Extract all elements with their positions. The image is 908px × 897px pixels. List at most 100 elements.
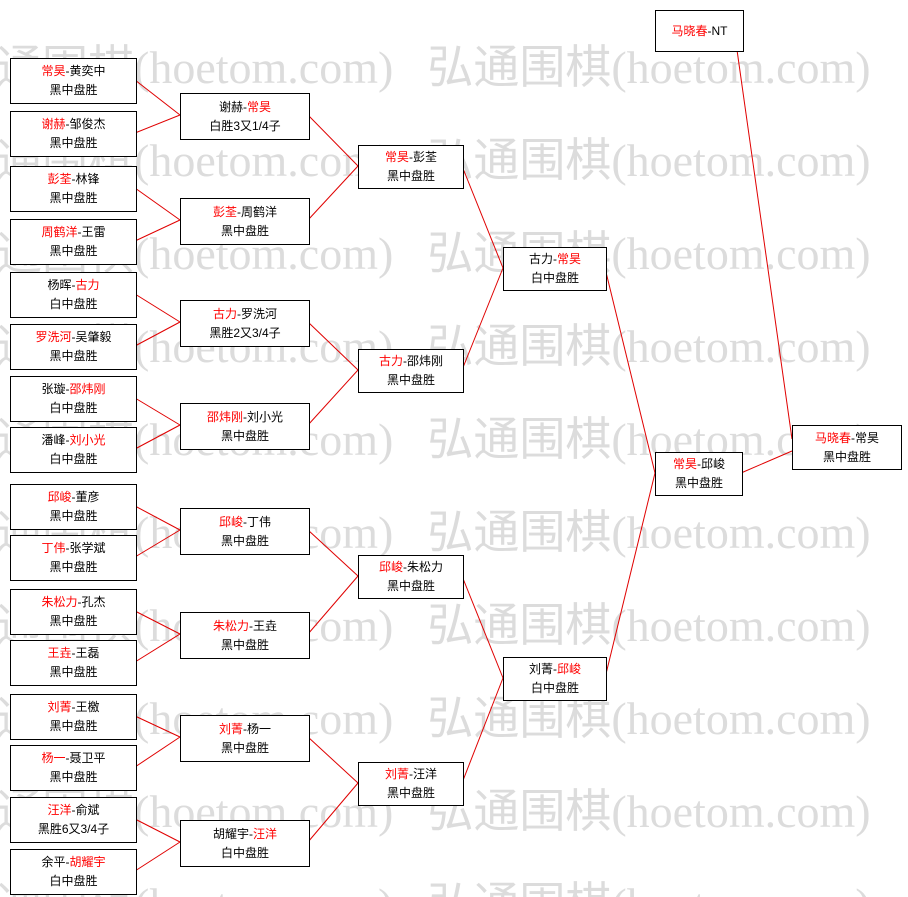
player1-name: 潘峰 xyxy=(41,433,66,447)
player1-name: 刘菁 xyxy=(47,700,72,714)
match-sf-1: 古力-常昊白中盘胜 xyxy=(503,247,607,291)
name-separator: - xyxy=(409,767,413,781)
player1-name: 常昊 xyxy=(384,150,409,164)
player2-name: 王雷 xyxy=(81,225,106,239)
name-separator: - xyxy=(243,514,247,529)
bracket-connector xyxy=(134,321,181,347)
match-result: 白胜3又1/4子 xyxy=(209,118,281,133)
bracket-connector xyxy=(307,529,359,577)
match-players: 王垚-王磊 xyxy=(47,644,99,663)
name-separator: - xyxy=(65,64,70,78)
player1-name: 邱峻 xyxy=(378,560,403,574)
match-final-1: 常昊-邱峻黑中盘胜 xyxy=(655,452,743,496)
player2-name: 常昊 xyxy=(855,430,880,445)
match-result: 黑中盘胜 xyxy=(822,449,871,464)
match-players: 刘菁-邱峻 xyxy=(529,660,581,679)
player1-name: 邱峻 xyxy=(218,514,243,529)
match-players: 邵炜刚-刘小光 xyxy=(207,408,283,427)
match-r32-10: 丁伟-张学斌黑中盘胜 xyxy=(10,535,137,581)
player1-name: 杨一 xyxy=(41,751,66,765)
match-result: 黑中盘胜 xyxy=(49,349,98,363)
match-result: 黑中盘胜 xyxy=(220,428,269,443)
match-players: 邱峻-董彦 xyxy=(47,488,99,507)
match-players: 杨晖-古力 xyxy=(47,276,99,295)
match-result: 黑中盘胜 xyxy=(220,533,269,548)
match-r32-3: 彭荃-林锋黑中盘胜 xyxy=(10,166,137,212)
bracket-connector xyxy=(134,219,181,242)
match-r16-5: 邱峻-丁伟黑中盘胜 xyxy=(180,508,310,555)
player1-name: 朱松力 xyxy=(41,595,78,609)
player1-name: 马晓春 xyxy=(671,23,708,38)
bracket-connector xyxy=(604,472,656,679)
player2-name: 聂卫平 xyxy=(69,751,106,765)
player2-name: 杨一 xyxy=(247,721,272,736)
match-result: 黑中盘胜 xyxy=(49,244,98,258)
name-separator: - xyxy=(697,457,701,471)
player1-name: 余平 xyxy=(41,855,66,869)
player2-name: 林锋 xyxy=(75,172,100,186)
match-players: 古力-常昊 xyxy=(529,250,581,269)
match-players: 刘菁-王檄 xyxy=(47,698,99,717)
match-r16-7: 刘菁-杨一黑中盘胜 xyxy=(180,715,310,762)
player2-name: 吴肇毅 xyxy=(75,330,112,344)
match-result: 白中盘胜 xyxy=(530,681,579,695)
player2-name: 汪洋 xyxy=(253,826,278,841)
match-result: 黑中盘胜 xyxy=(386,373,435,387)
player2-name: 彭荃 xyxy=(413,150,438,164)
player2-name: 邱峻 xyxy=(701,457,726,471)
player2-name: 邵炜刚 xyxy=(69,382,106,396)
match-r16-8: 胡耀宇-汪洋白中盘胜 xyxy=(180,820,310,867)
name-separator: - xyxy=(65,751,70,765)
match-sf-2: 刘菁-邱峻白中盘胜 xyxy=(503,657,607,701)
name-separator: - xyxy=(249,618,253,633)
match-players: 余平-胡耀宇 xyxy=(41,853,105,872)
bracket-connector xyxy=(134,187,181,221)
player2-name: 胡耀宇 xyxy=(69,855,106,869)
bracket-connector xyxy=(740,450,793,474)
name-separator: - xyxy=(403,354,407,368)
match-players: 张璇-邵炜刚 xyxy=(41,380,105,399)
player2-name: 刘小光 xyxy=(69,433,106,447)
player1-name: 常昊 xyxy=(672,457,697,471)
match-players: 杨一-聂卫平 xyxy=(41,749,105,768)
player1-name: 张璇 xyxy=(41,382,66,396)
player2-name: 周鹤洋 xyxy=(241,204,278,219)
name-separator: - xyxy=(77,595,82,609)
name-separator: - xyxy=(409,150,413,164)
match-r32-1: 常昊-黄奕中黑中盘胜 xyxy=(10,58,137,104)
player1-name: 古力 xyxy=(528,252,553,266)
player1-name: 谢赫 xyxy=(41,117,66,131)
watermark-text: 弘通围棋(hoetom.com) xyxy=(427,879,870,897)
name-separator: - xyxy=(71,490,76,504)
titleholder-box: 马晓春-NT xyxy=(655,10,744,52)
bracket-connector xyxy=(134,610,181,635)
match-players: 常昊-彭荃 xyxy=(385,148,437,167)
match-r16-2: 彭荃-周鹤洋黑中盘胜 xyxy=(180,198,310,245)
player1-name: 彭荃 xyxy=(47,172,72,186)
player2-name: 丁伟 xyxy=(247,514,272,529)
name-separator: - xyxy=(851,430,855,445)
match-players: 朱松力-孔杰 xyxy=(41,593,105,612)
player2-name: NT xyxy=(711,23,728,38)
bracket-connector xyxy=(461,267,504,371)
bracket-connector xyxy=(461,677,504,784)
player2-name: 汪洋 xyxy=(413,767,438,781)
player2-name: 罗洗河 xyxy=(241,306,278,321)
bracket-connector xyxy=(461,165,504,269)
match-r32-5: 杨晖-古力白中盘胜 xyxy=(10,272,137,318)
player2-name: 邱峻 xyxy=(557,662,582,676)
match-players: 邱峻-丁伟 xyxy=(219,513,271,532)
player1-name: 刘菁 xyxy=(528,662,553,676)
name-separator: - xyxy=(243,409,247,424)
bracket-connector xyxy=(736,49,793,440)
match-result: 黑中盘胜 xyxy=(386,579,435,593)
player2-name: 邵炜刚 xyxy=(407,354,444,368)
player1-name: 邵炜刚 xyxy=(206,409,243,424)
match-r16-6: 朱松力-王垚黑中盘胜 xyxy=(180,612,310,659)
match-result: 黑中盘胜 xyxy=(220,223,269,238)
match-r32-12: 王垚-王磊黑中盘胜 xyxy=(10,640,137,686)
player2-name: 王垚 xyxy=(253,618,278,633)
player1-name: 古力 xyxy=(378,354,403,368)
player2-name: 常昊 xyxy=(247,99,272,114)
